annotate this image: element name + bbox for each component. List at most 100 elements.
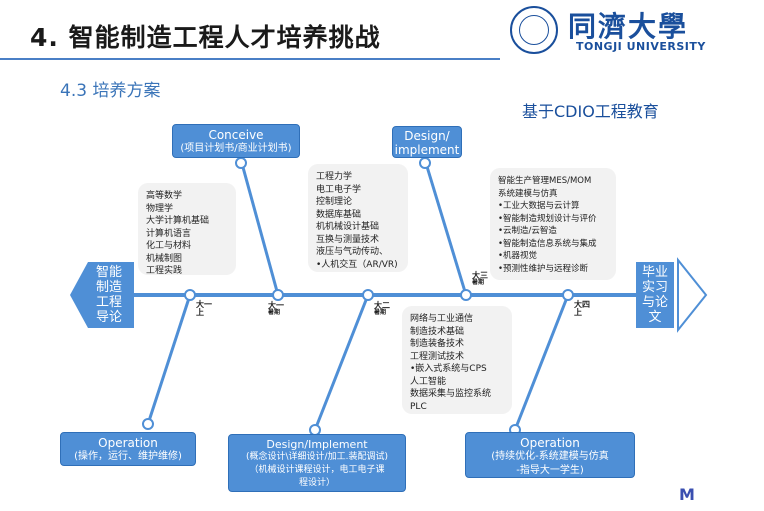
course-item: 互换与测量技术 [316,234,380,245]
course-item: •工业大数据与云计算 [498,201,580,211]
box-line: Operation [520,436,580,450]
box-line: Design/ [404,129,450,143]
box-line: (持续优化-系统建模与仿真 [491,451,609,462]
end-block [636,262,674,328]
course-item: 电工电子学 [316,184,362,195]
box-line: implement [394,143,460,157]
cdio-caption: 基于CDIO工程教育 [522,102,659,121]
year-label-5: 大四 上 [574,301,590,317]
course-item: 工程测试技术 [410,351,465,362]
start-label-line: 导论 [95,310,122,325]
start-label-line: 制造 [95,280,122,295]
box-line: 程设计） [298,478,335,488]
course-item: 计算机语言 [146,228,192,239]
box-line: Design/Implement [266,438,368,451]
node-3 [362,289,374,301]
course-item: 数据库基础 [316,209,362,220]
box-line: (概念设计\详细设计/加工.装配调试) [246,452,388,462]
course-item: 高等数学 [146,191,183,201]
branch-design-top [423,159,468,296]
slide-title: 4. 智能制造工程人才培养挑战 [30,23,381,52]
branch-design-bottom [313,294,370,431]
course-item: 制造装备技术 [410,339,465,349]
year-label-text: 大二 [374,301,390,310]
course-item: 物理学 [146,203,174,214]
branch-operation-1 [146,294,192,425]
course-item: 制造技术基础 [410,326,465,337]
end-arrow [677,257,708,333]
year-label-4: 大三 暑期 [472,272,488,286]
end-label-line: 毕业 [641,265,668,280]
course-item: •机器视觉 [498,251,538,261]
box-line: (操作，运行、维护维修) [74,451,182,462]
node-2 [272,289,284,301]
title-divider [0,58,500,60]
node-operation-1 [142,418,154,430]
year-label-2: 大一 暑期 [268,302,284,316]
course-item: 机械制图 [146,253,183,264]
course-item: •预测性维护与远程诊断 [498,263,589,274]
logo-chinese-name: 同濟大學 [568,10,689,43]
course-item: •人机交互（AR/VR) [316,259,398,270]
year-label-text: 上 [574,308,582,317]
course-item: 机机械设计基础 [316,222,380,232]
box-line: Operation [98,436,158,450]
course-list-year3: 网络与工业通信 制造技术基础 制造装备技术 工程测试技术 •嵌入式系统与CPS … [402,306,512,414]
end-label-line: 实习 [641,280,668,295]
watermark-logo [676,484,698,504]
node-4 [460,289,472,301]
year-label-1: 大一 上 [196,301,212,317]
operation-box-2: Operation (持续优化-系统建模与仿真 -指导大一学生) [465,432,635,478]
year-label-text: 上 [196,308,204,317]
box-line: (项目计划书/商业计划书) [180,143,292,154]
course-item: 智能生产管理MES/MOM [498,176,592,186]
node-design-top [419,157,431,169]
course-item: 网络与工业通信 [410,314,474,324]
node-1 [184,289,196,301]
year-label-text: 暑期 [472,279,485,286]
course-item: 大学计算机基础 [146,216,210,226]
node-conceive [235,157,247,169]
year-label-text: 大三 [472,271,488,280]
start-label-line: 工程 [95,295,122,310]
tongji-seal-logo [510,6,558,54]
course-list-year4: 智能生产管理MES/MOM 系统建模与仿真 •工业大数据与云计算 •智能制造规划… [490,168,616,280]
course-item: •智能制造规划设计与评价 [498,213,597,224]
course-item: 工程力学 [316,172,353,182]
node-5 [562,289,574,301]
course-list-year1: 高等数学 物理学 大学计算机基础 计算机语言 化工与材料 机械制图 工程实践 [138,183,236,276]
year-label-text: 大一 [268,301,284,310]
course-item: 化工与材料 [146,241,192,251]
course-item: 人工智能 [410,376,447,387]
branch-conceive [239,159,280,296]
design-implement-bottom-box: Design/Implement (概念设计\详细设计/加工.装配调试) （机械… [228,434,406,492]
box-line: （机械设计课程设计，电工电子课 [249,465,385,475]
section-subtitle: 4.3 培养方案 [60,81,161,101]
box-line: Conceive [208,128,264,142]
end-label-line: 与论 [641,295,668,310]
course-item: PLC [410,401,427,412]
design-implement-top-box: Design/ implement [392,126,462,158]
conceive-box: Conceive (项目计划书/商业计划书) [172,124,300,158]
course-item: •云制造/云智造 [498,226,557,236]
start-label: 智能 制造 工程 导论 [92,265,126,325]
end-label: 毕业 实习 与论 文 [638,265,672,325]
start-label-line: 智能 [95,265,122,280]
course-item: 控制理论 [316,197,353,207]
course-item: 工程实践 [146,266,183,276]
box-line: -指导大一学生) [516,465,584,476]
course-item: 液压与气动传动、 [316,247,389,257]
end-label-line: 文 [648,310,662,325]
year-label-text: 暑期 [268,309,281,316]
year-label-text: 暑期 [374,309,387,316]
year-label-text: 大四 [574,300,590,309]
course-item: •嵌入式系统与CPS [410,364,487,374]
course-item: 数据采集与监控系统 [410,389,492,399]
year-label-text: 大一 [196,300,212,309]
branch-operation-2 [513,294,570,431]
course-item: •智能制造信息系统与集成 [498,238,597,249]
course-item: 系统建模与仿真 [498,188,558,199]
watermark-glyph: M [679,485,695,504]
operation-box-1: Operation (操作，运行、维护维修) [60,432,196,466]
